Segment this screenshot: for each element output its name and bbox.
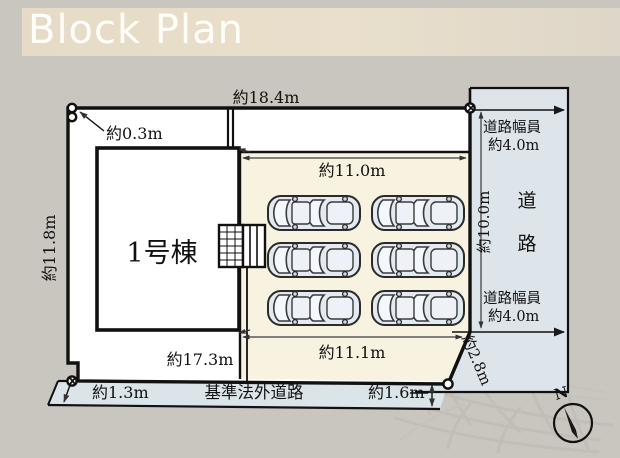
- dim-top-left-leader: [79, 111, 105, 132]
- east-road-width-label-2: 約4.0m: [488, 137, 540, 154]
- dim-left-depth-label: 約11.8m: [40, 215, 59, 282]
- east-road-name-char-1: 道: [517, 190, 536, 212]
- south-road-outer-edge: [47, 403, 441, 411]
- se-road-width-label-2: 約4.0m: [488, 308, 540, 325]
- building-top-arrow: [238, 148, 251, 154]
- dim-road-depth-label: 約10.0m: [475, 191, 493, 254]
- car-stall-6: [371, 290, 465, 326]
- building-label: 1号棟: [126, 238, 197, 269]
- car-stall-3: [267, 242, 361, 278]
- south-road-name: 基準法外道路: [205, 383, 305, 402]
- compass-north-label: N: [552, 383, 570, 404]
- corner-cross-sw: [69, 377, 76, 385]
- car-stall-2: [371, 195, 465, 231]
- building-bottom-arrow: [238, 328, 251, 334]
- south-road-left-taper: [47, 380, 59, 406]
- header-band: [22, 8, 620, 56]
- page-title: Block Plan: [28, 7, 244, 53]
- dim-top-left-label: 約0.3m: [106, 124, 163, 143]
- parcel-outline: [66, 106, 472, 386]
- building-1go-outline: [95, 146, 241, 332]
- south-road-area: [48, 381, 448, 409]
- dim-bottom-left-label: 約1.3m: [92, 383, 149, 402]
- stair-grid-icon: [217, 223, 267, 269]
- se-road-width-label-1: 道路幅員: [483, 290, 541, 307]
- dim-bottom-right-label: 約1.6m: [368, 383, 425, 402]
- dim-parking-top-label: 約11.0m: [319, 161, 386, 180]
- car-stall-4: [371, 242, 465, 278]
- southeast-road-area: [415, 332, 568, 392]
- dim-bottom-left-leader: [63, 384, 71, 403]
- car-stall-1: [267, 195, 361, 231]
- east-road-name-char-2: 路: [517, 233, 536, 255]
- dim-top-overall-label: 約18.4m: [233, 88, 300, 107]
- east-road-width-label-1: 道路幅員: [483, 119, 541, 136]
- east-road-area: [470, 88, 568, 332]
- dim-parking-bottom-label: 約11.1m: [319, 343, 386, 362]
- dim-parcel-bottom-label: 約17.3m: [167, 350, 234, 369]
- compass-rose: N: [552, 383, 594, 444]
- diagonal-boundary: [446, 331, 472, 385]
- corner-cross-ne: [467, 104, 475, 112]
- east-road-outline: [415, 86, 570, 394]
- car-stall-5: [267, 290, 361, 326]
